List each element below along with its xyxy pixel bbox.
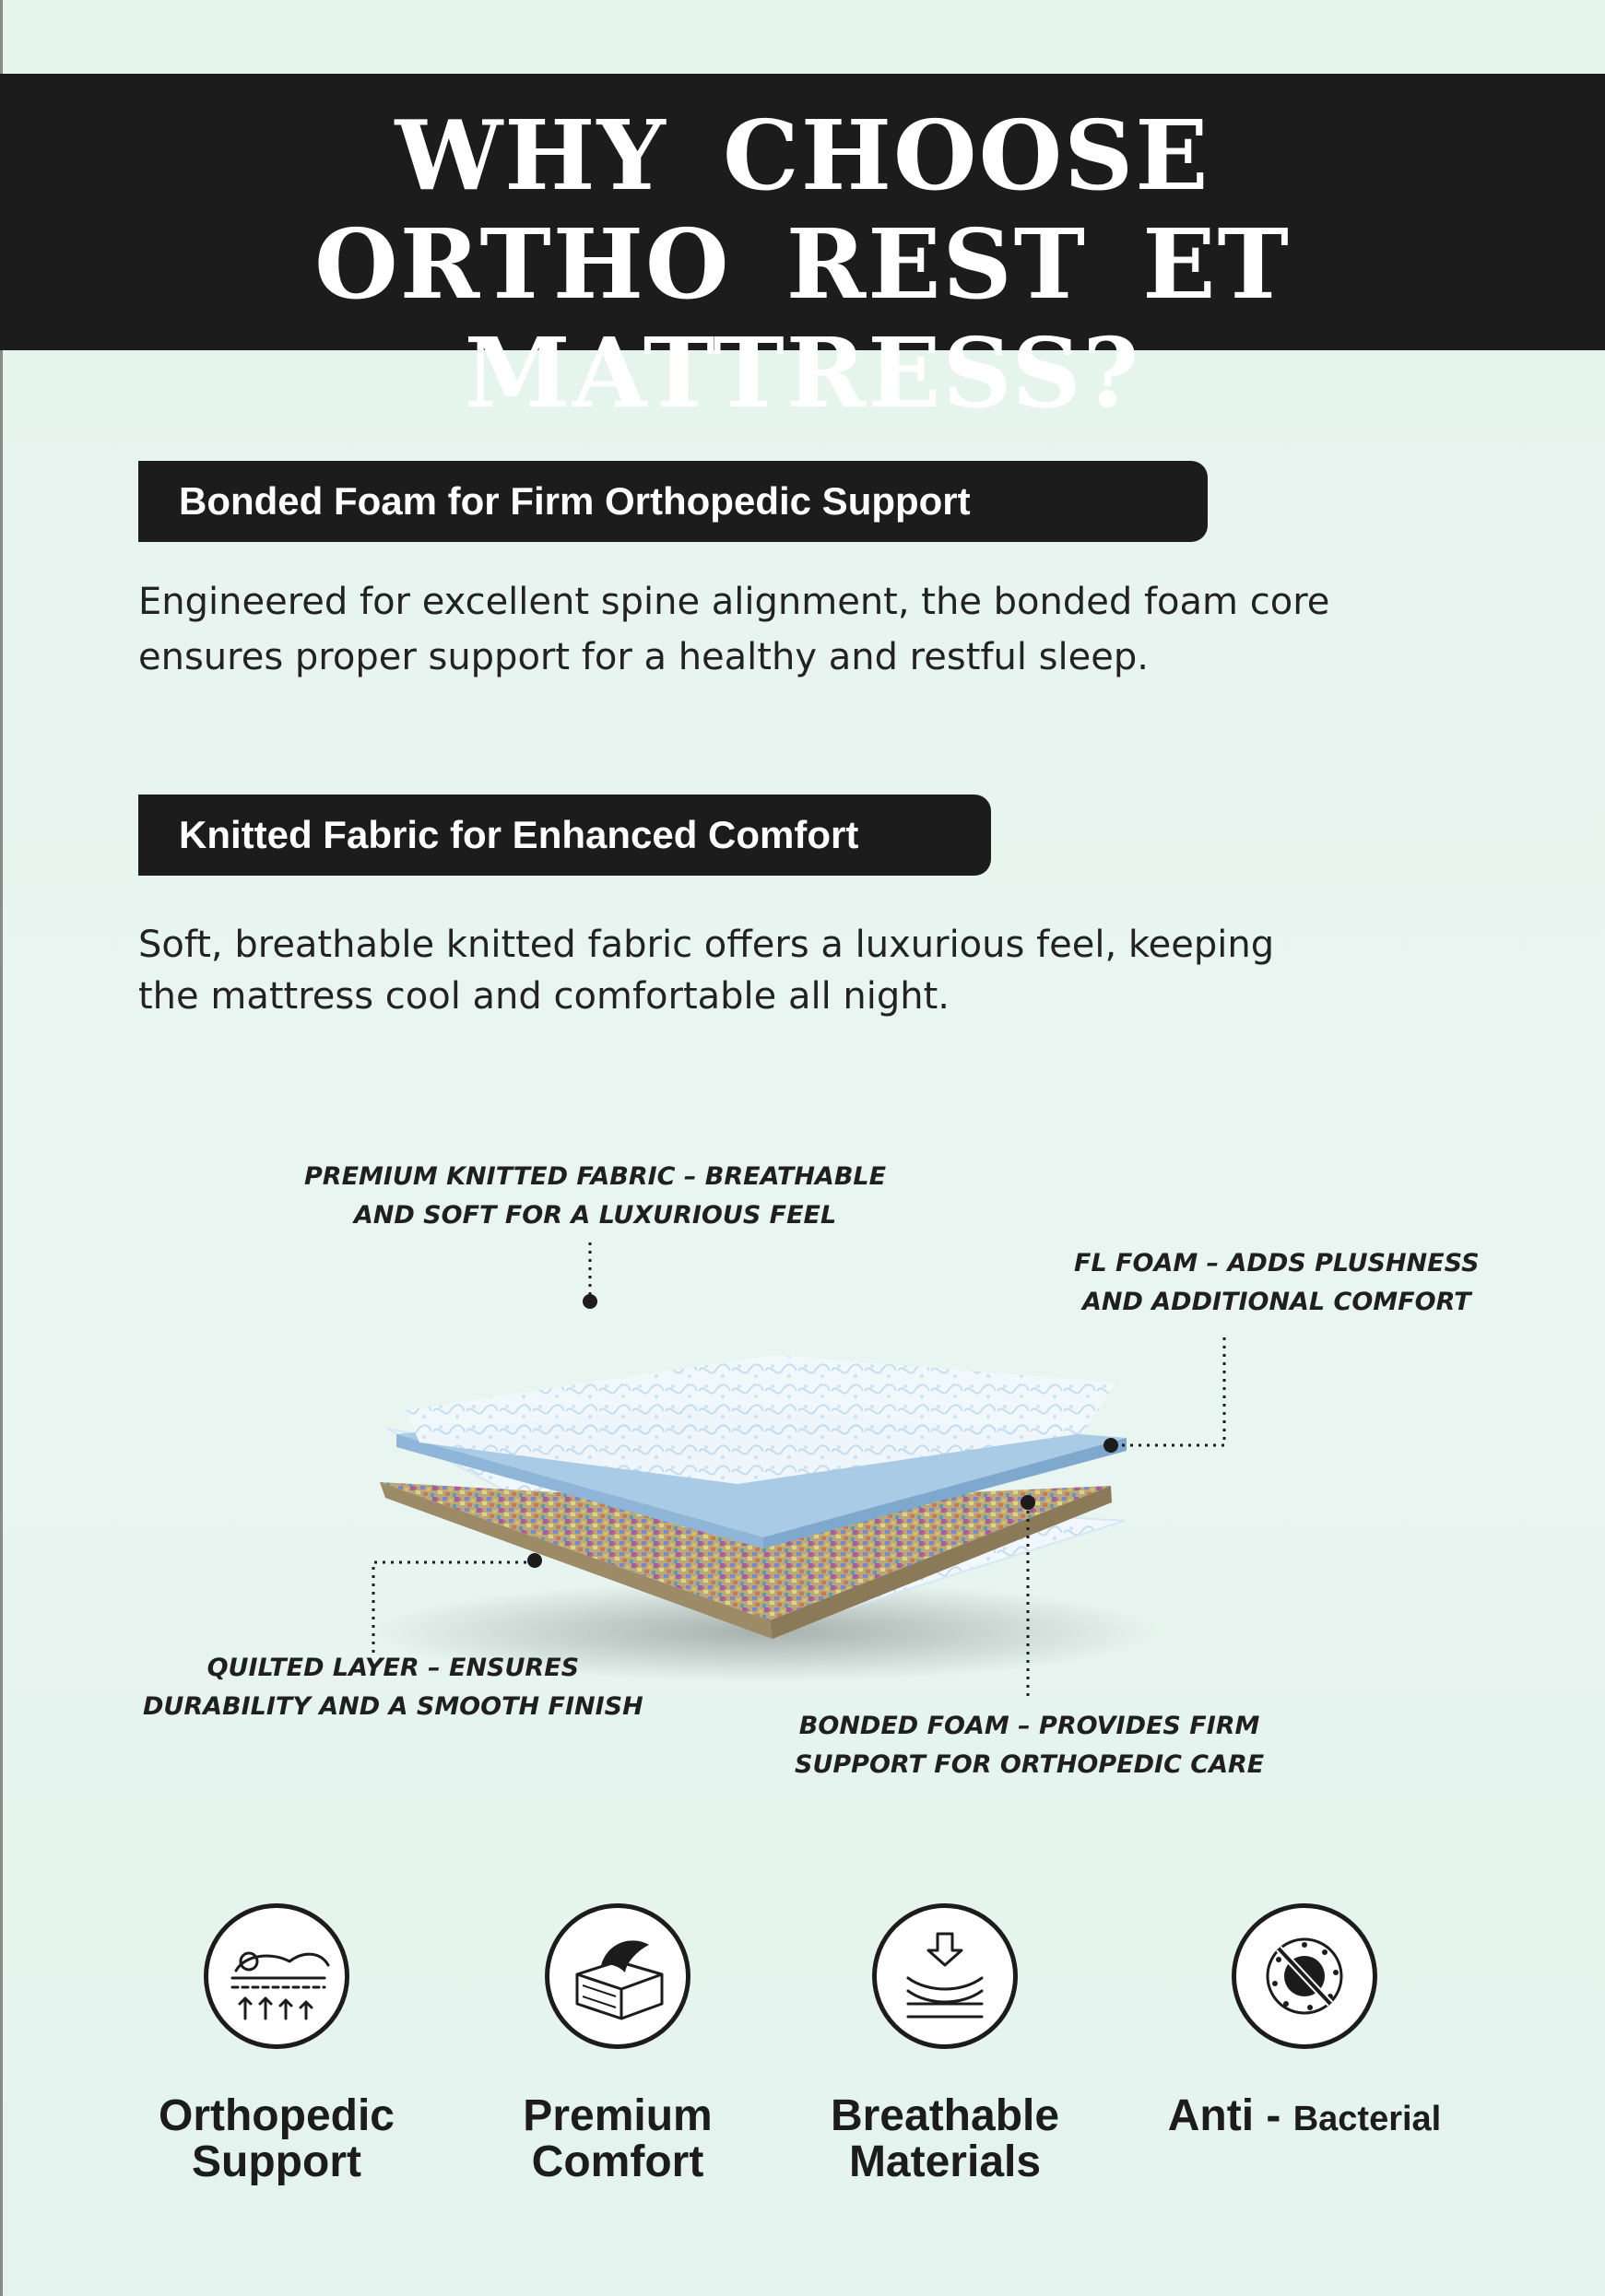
description-line: ensures proper support for a healthy and… bbox=[138, 636, 1149, 678]
description-line: Soft, breathable knitted fabric offers a… bbox=[138, 924, 1275, 966]
callout-line: PREMIUM KNITTED FABRIC – BREATHABLE bbox=[304, 1162, 887, 1191]
breathable-materials-icon bbox=[872, 1903, 1018, 2049]
header-banner: WHY CHOOSE ORTHO REST ET MATTRESS? bbox=[0, 74, 1605, 428]
mattress-layer-diagram bbox=[369, 1242, 1226, 1701]
callout-line: BONDED FOAM – PROVIDES FIRM bbox=[798, 1712, 1260, 1740]
section-description-bonded-foam: Engineered for excellent spine alignment… bbox=[138, 574, 1475, 685]
orthopedic-support-icon bbox=[204, 1903, 349, 2049]
section-title-knitted-fabric: Knitted Fabric for Enhanced Comfort bbox=[138, 795, 991, 876]
callout-line: SUPPORT FOR ORTHOPEDIC CARE bbox=[795, 1750, 1265, 1779]
feature-label: Anti - Bacterial bbox=[1129, 2093, 1480, 2142]
premium-comfort-icon bbox=[545, 1903, 690, 2049]
header-title-line-2: ORTHO REST ET MATTRESS? bbox=[314, 207, 1291, 430]
feature-label-line: Premium bbox=[523, 2091, 713, 2140]
bonded-foam-side bbox=[770, 1486, 1112, 1639]
feature-label-main: Anti - bbox=[1167, 2091, 1281, 2140]
callout-quilted-layer: QUILTED LAYER – ENSURES DURABILITY AND A… bbox=[143, 1649, 643, 1726]
feature-label-line: Orthopedic bbox=[158, 2091, 395, 2140]
feature-label-line: Comfort bbox=[531, 2137, 704, 2186]
left-border bbox=[0, 0, 3, 2296]
feature-label-small: Bacterial bbox=[1292, 2100, 1442, 2138]
description-line: the mattress cool and comfortable all ni… bbox=[138, 975, 950, 1018]
callout-fl-foam: FL FOAM – ADDS PLUSHNESS AND ADDITIONAL … bbox=[1074, 1244, 1480, 1322]
feature-label-line: Materials bbox=[848, 2137, 1042, 2186]
feature-label-line: Breathable bbox=[830, 2091, 1060, 2140]
marker-dot bbox=[583, 1294, 597, 1309]
callout-line: AND ADDITIONAL COMFORT bbox=[1081, 1288, 1471, 1316]
knitted-fabric-shape bbox=[406, 1355, 1115, 1484]
callout-line: FL FOAM – ADDS PLUSHNESS bbox=[1074, 1249, 1480, 1278]
bonded-foam-side bbox=[380, 1482, 773, 1639]
fl-foam-side bbox=[763, 1438, 1127, 1548]
fl-foam-side bbox=[396, 1434, 763, 1548]
feature-label: Premium Comfort bbox=[443, 2093, 793, 2185]
feature-label: Breathable Materials bbox=[770, 2093, 1120, 2185]
description-line: Engineered for excellent spine alignment… bbox=[138, 581, 1330, 623]
anti-bacterial-icon bbox=[1232, 1903, 1377, 2049]
marker-dot bbox=[527, 1553, 542, 1568]
header-title-line-1: WHY CHOOSE bbox=[395, 99, 1210, 212]
feature-orthopedic-support: Orthopedic Support bbox=[101, 1903, 452, 2185]
callout-knitted-fabric: PREMIUM KNITTED FABRIC – BREATHABLE AND … bbox=[304, 1158, 886, 1235]
section-description-knitted-fabric: Soft, breathable knitted fabric offers a… bbox=[138, 919, 1475, 1022]
callout-line: AND SOFT FOR A LUXURIOUS FEEL bbox=[353, 1201, 837, 1230]
feature-premium-comfort: Premium Comfort bbox=[443, 1903, 793, 2185]
leader-line-fl-foam bbox=[1114, 1336, 1226, 1447]
feature-label: Orthopedic Support bbox=[101, 2093, 452, 2185]
callout-line: QUILTED LAYER – ENSURES bbox=[207, 1654, 580, 1682]
feature-label-line: Support bbox=[192, 2137, 361, 2186]
bonded-foam-shape bbox=[380, 1482, 1111, 1620]
section-title-bonded-foam: Bonded Foam for Firm Orthopedic Support bbox=[138, 461, 1208, 542]
feature-anti-bacterial: Anti - Bacterial bbox=[1129, 1903, 1480, 2142]
callout-line: DURABILITY AND A SMOOTH FINISH bbox=[143, 1692, 643, 1721]
marker-dot bbox=[1021, 1495, 1035, 1510]
marker-dot bbox=[1103, 1438, 1118, 1453]
callout-bonded-foam: BONDED FOAM – PROVIDES FIRM SUPPORT FOR … bbox=[795, 1707, 1264, 1784]
feature-breathable-materials: Breathable Materials bbox=[770, 1903, 1120, 2185]
